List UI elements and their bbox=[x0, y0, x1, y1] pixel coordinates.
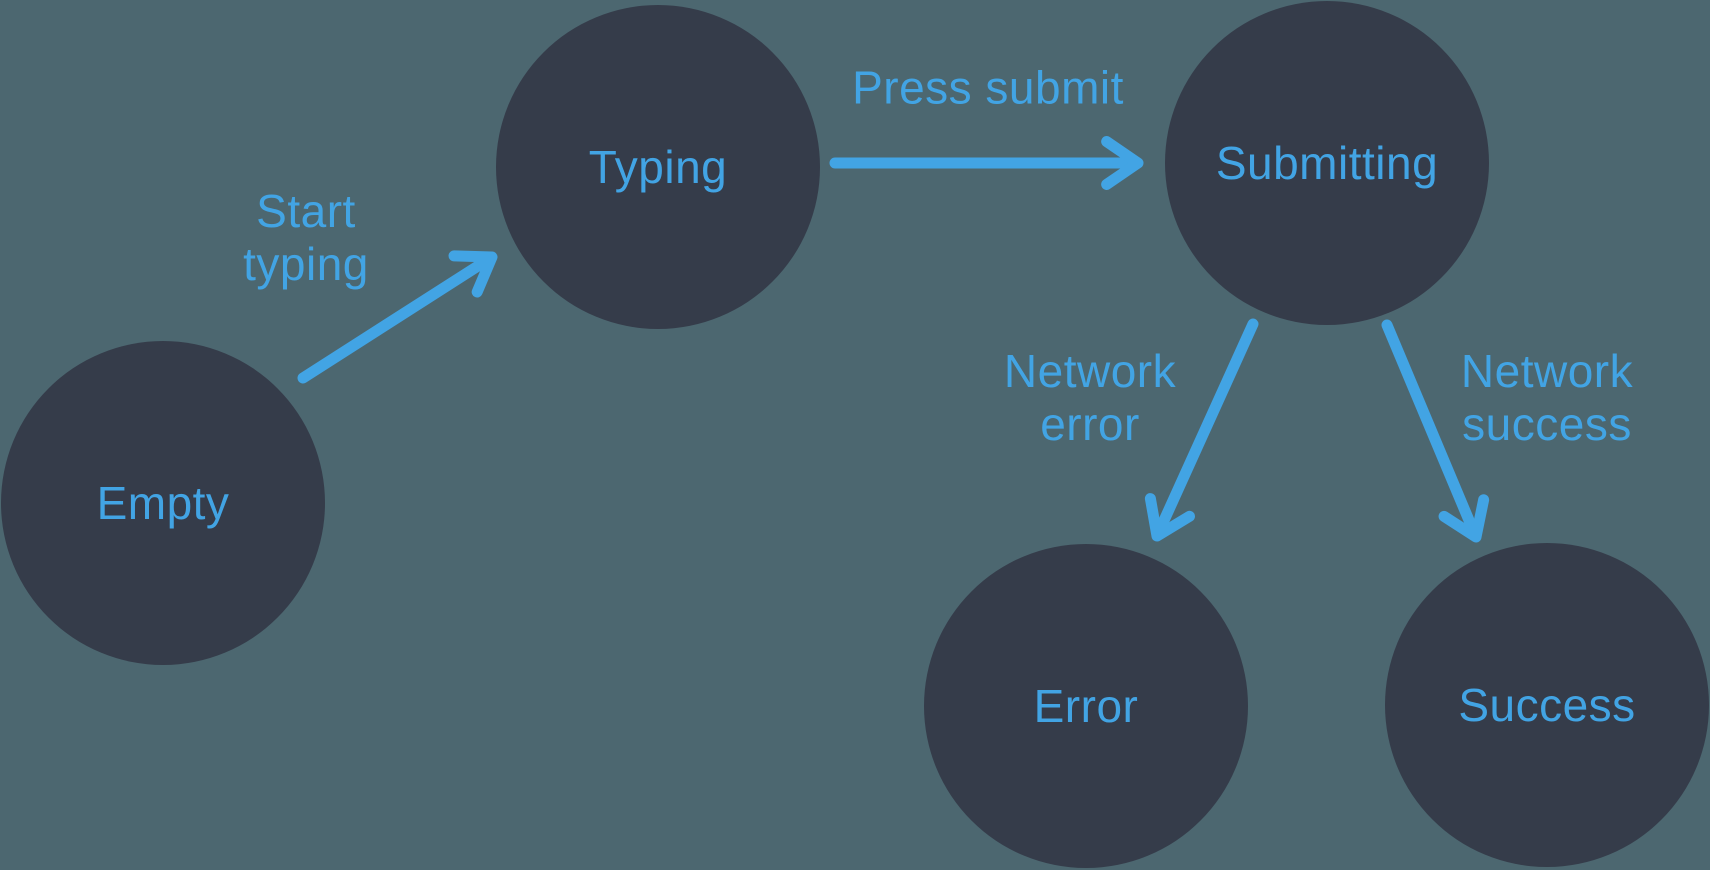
state-label-empty: Empty bbox=[96, 477, 230, 529]
arrowhead-icon bbox=[1101, 136, 1144, 190]
transition-arrow-network-success bbox=[1381, 319, 1490, 543]
state-label-error: Error bbox=[1033, 680, 1139, 732]
transition-label-network-error: Network error bbox=[1003, 345, 1177, 450]
state-node-success: Success bbox=[1385, 543, 1709, 867]
arrowhead-icon bbox=[448, 250, 498, 298]
state-label-success: Success bbox=[1458, 679, 1636, 731]
transition-arrow-network-error bbox=[1144, 318, 1259, 542]
transition-arrow-press-submit bbox=[829, 136, 1144, 190]
transition-label-press-submit: Press submit bbox=[852, 61, 1124, 114]
arrowhead-icon bbox=[1144, 493, 1195, 542]
transition-arrow-start-typing bbox=[297, 250, 498, 384]
transition-label-network-success: Network success bbox=[1460, 345, 1634, 450]
transition-label-start-typing: Start typing bbox=[243, 185, 369, 290]
arrow-line bbox=[297, 254, 494, 384]
state-node-typing: Typing bbox=[496, 5, 820, 329]
arrow-line bbox=[1153, 318, 1259, 537]
state-label-typing: Typing bbox=[588, 141, 728, 193]
state-node-empty: Empty bbox=[1, 341, 325, 665]
arrowhead-icon bbox=[1438, 494, 1490, 543]
state-node-error: Error bbox=[924, 544, 1248, 868]
state-node-submitting: Submitting bbox=[1165, 1, 1489, 325]
arrow-line bbox=[1381, 319, 1480, 538]
state-label-submitting: Submitting bbox=[1215, 137, 1439, 189]
